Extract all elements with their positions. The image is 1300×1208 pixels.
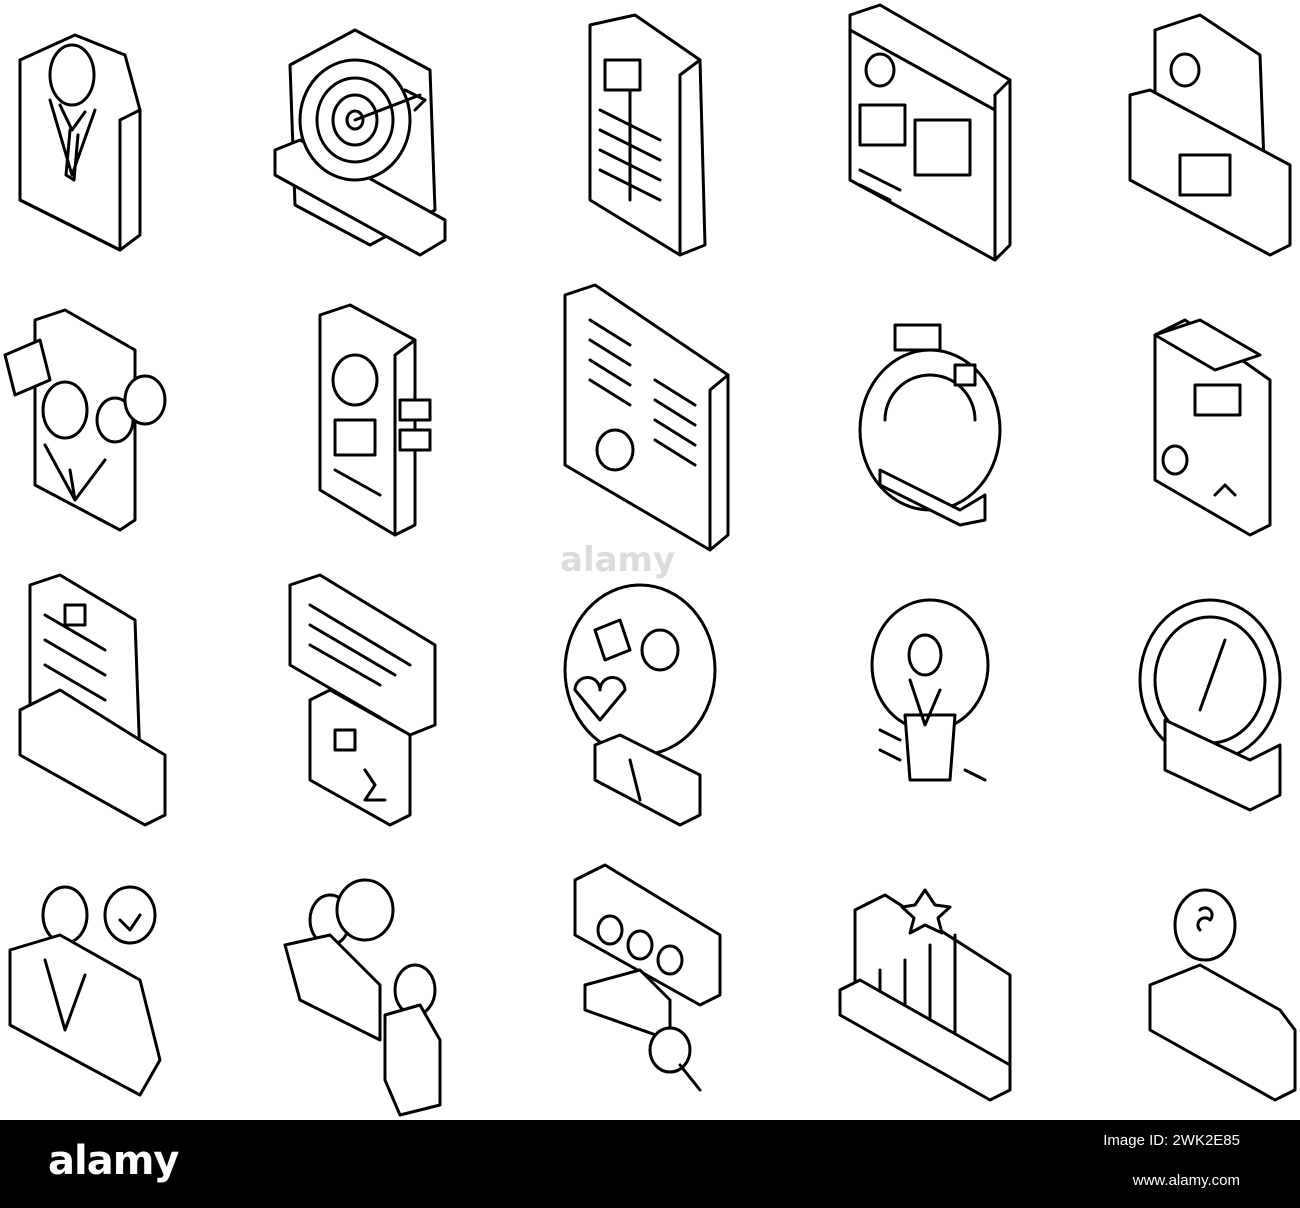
target-laptop-icon xyxy=(273,28,447,257)
businessman-suit-icon xyxy=(18,33,142,252)
footer-bar: alamy Image ID: 2WK2E85 www.alamy.com xyxy=(0,1120,1300,1208)
chat-folder-icon xyxy=(288,573,437,827)
hierarchy-board-icon xyxy=(563,283,730,552)
lightbulb-person-icon xyxy=(870,598,990,782)
hand-money-icon xyxy=(1148,888,1297,1102)
org-chart-document-icon xyxy=(588,13,707,257)
mobile-profile-icon xyxy=(318,303,432,537)
image-id-label: Image ID: 2WK2E85 xyxy=(1103,1132,1240,1149)
interview-video-call-icon xyxy=(3,308,167,532)
hand-document-icon xyxy=(18,573,167,827)
meeting-people-icon xyxy=(283,878,442,1117)
alamy-logo[interactable]: alamy xyxy=(48,1138,179,1184)
compass-briefcase-icon xyxy=(1138,598,1282,812)
team-search-icon xyxy=(573,863,722,1092)
growth-chart-laptop-icon xyxy=(838,888,1012,1102)
head-skills-icon xyxy=(563,583,717,827)
website-link[interactable]: www.alamy.com xyxy=(1132,1172,1240,1189)
web-page-profile-icon xyxy=(848,3,1012,262)
manager-clock-icon xyxy=(8,885,162,1097)
folder-resume-icon xyxy=(1128,13,1292,257)
icon-sheet: alamy xyxy=(3,3,1297,1117)
diploma-certificate-icon xyxy=(1153,318,1272,537)
stopwatch-gear-icon xyxy=(858,323,1002,527)
